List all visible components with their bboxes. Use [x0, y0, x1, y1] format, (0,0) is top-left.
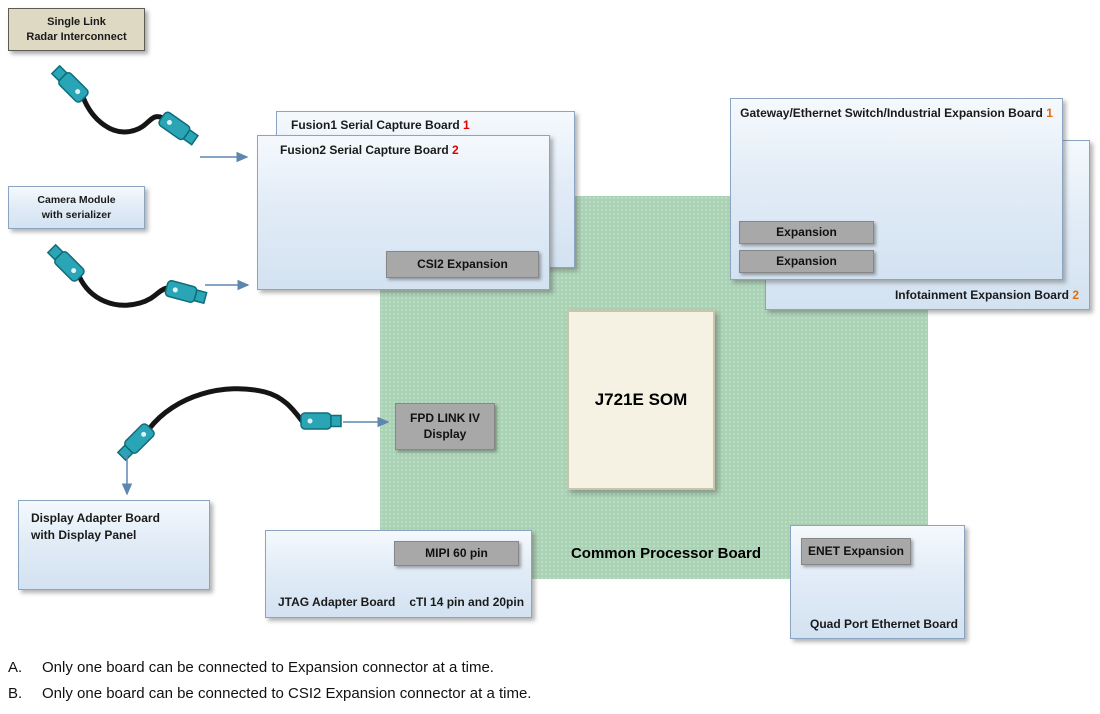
quad-port-ethernet-board: ENET Expansion Quad Port Ethernet Board	[790, 525, 965, 639]
display-cable	[146, 386, 305, 432]
fakra-connector-camera-1	[46, 243, 85, 282]
gateway-title: Gateway/Ethernet Switch/Industrial Expan…	[740, 106, 1053, 120]
quad-port-title: Quad Port Ethernet Board	[809, 617, 958, 631]
fpd-link-display-connector: FPD LINK IV Display	[395, 403, 495, 450]
radar-cable	[80, 94, 166, 135]
footnotes: A. Only one board can be connected to Ex…	[8, 659, 1088, 711]
footnote-a: A. Only one board can be connected to Ex…	[8, 659, 1088, 676]
fakra-connector-radar-1	[50, 64, 89, 103]
display-adapter-board: Display Adapter Board with Display Panel	[18, 500, 210, 590]
fakra-connector-radar-2	[158, 111, 200, 146]
display-adapter-title: Display Adapter Board with Display Panel	[31, 511, 160, 542]
footnote-a-marker: A.	[8, 659, 23, 676]
common-processor-board-label: Common Processor Board	[570, 545, 762, 562]
radar-interconnect-box: Single Link Radar Interconnect	[8, 8, 145, 51]
camera-cable	[76, 273, 170, 308]
fusion2-title: Fusion2 Serial Capture Board 2	[280, 143, 459, 157]
fakra-connector-display-2	[300, 412, 342, 430]
j721e-som: J721E SOM	[567, 310, 715, 490]
fusion2-number: 2	[452, 143, 459, 157]
fusion1-title: Fusion1 Serial Capture Board 1	[291, 118, 470, 132]
expansion-connector-2: Expansion	[739, 250, 874, 273]
infotainment-title: Infotainment Expansion Board 2	[894, 288, 1079, 302]
footnote-b-text: Only one board can be connected to CSI2 …	[42, 685, 532, 702]
gateway-board: Gateway/Ethernet Switch/Industrial Expan…	[730, 98, 1063, 280]
enet-expansion-connector: ENET Expansion	[801, 538, 911, 565]
fakra-connector-display-1	[116, 423, 155, 462]
footnote-b-marker: B.	[8, 685, 23, 702]
mipi-60pin-connector: MIPI 60 pin	[394, 541, 519, 566]
gateway-number: 1	[1046, 106, 1053, 120]
infotainment-number: 2	[1072, 288, 1079, 302]
fpd-line1: FPD LINK IV	[409, 410, 480, 425]
fusion2-board: Fusion2 Serial Capture Board 2 CSI2 Expa…	[257, 135, 550, 290]
footnote-a-text: Only one board can be connected to Expan…	[42, 659, 494, 676]
camera-module-box: Camera Module with serializer	[8, 186, 145, 229]
expansion-connector-1: Expansion	[739, 221, 874, 244]
som-label: J721E SOM	[594, 390, 688, 409]
radar-line1: Single Link	[47, 15, 106, 28]
camera-line1: Camera Module	[37, 194, 116, 207]
footnote-b: B. Only one board can be connected to CS…	[8, 685, 1088, 702]
jtag-adapter-board: MIPI 60 pin JTAG Adapter Board cTI 14 pi…	[265, 530, 532, 618]
csi2-expansion-connector: CSI2 Expansion	[386, 251, 539, 278]
jtag-title: JTAG Adapter Board cTI 14 pin and 20pin	[278, 595, 525, 609]
fusion1-number: 1	[463, 118, 470, 132]
fpd-line2: Display	[423, 426, 467, 441]
fakra-connector-camera-2	[164, 280, 208, 305]
radar-line2: Radar Interconnect	[26, 30, 127, 43]
camera-line2: with serializer	[41, 208, 112, 221]
